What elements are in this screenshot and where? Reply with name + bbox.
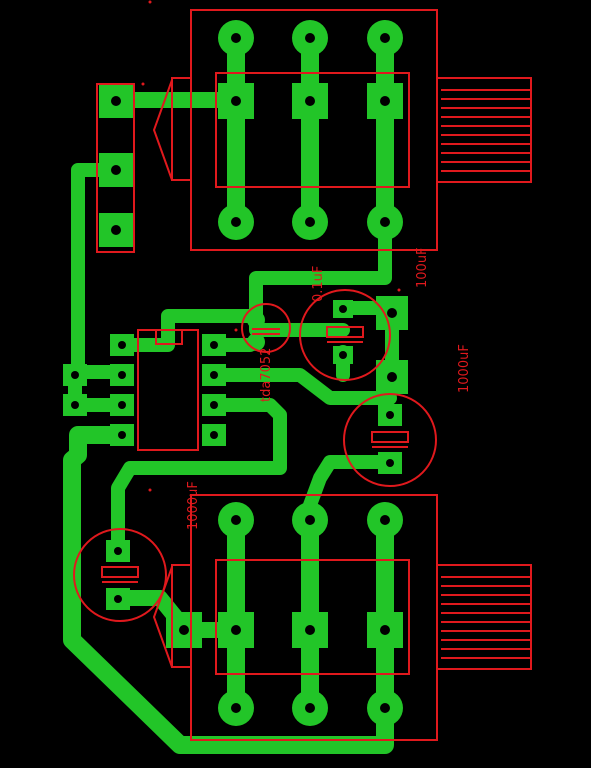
- trace-ground-loop: [63, 426, 394, 754]
- label-0-1uf: 0.1uF: [311, 266, 326, 302]
- label-1000uf-right: 1000uF: [457, 344, 472, 393]
- bottom-jack-knurl: [441, 576, 531, 659]
- trace-output-to-bottom-jack: [303, 455, 397, 512]
- pad: [247, 311, 265, 329]
- cap-0-1uf-outline: [241, 303, 291, 353]
- label-1000uf-left: 1000uF: [186, 481, 201, 530]
- left-header-pads: [99, 84, 133, 247]
- cap-100uf-outline: [299, 289, 391, 381]
- label-tda7052: tda7052: [259, 348, 274, 402]
- cap-1000uf-left-outline: [73, 528, 167, 622]
- silkscreen: [73, 0, 532, 741]
- left-header-outline: [96, 83, 135, 253]
- bottom-jack-outline: [152, 494, 532, 741]
- top-jack-knurl: [441, 89, 531, 172]
- trace-jack-to-100uf: [249, 218, 392, 327]
- trace-ic-pin-right3: [111, 398, 287, 555]
- trace-ic-to-output: [207, 368, 397, 405]
- top-jack-outline: [152, 9, 532, 251]
- cap-1000uf-right-outline: [343, 393, 437, 487]
- copper-pads: [63, 20, 408, 726]
- drill-holes: [71, 33, 397, 713]
- top-jack-pads: [218, 20, 403, 240]
- component-labels: 100uF 0.1uF 1000uF tda7052 1000uF: [186, 247, 472, 530]
- ic-outline: [137, 329, 199, 451]
- bottom-jack-pads: [166, 502, 403, 726]
- label-100uf: 100uF: [415, 247, 430, 288]
